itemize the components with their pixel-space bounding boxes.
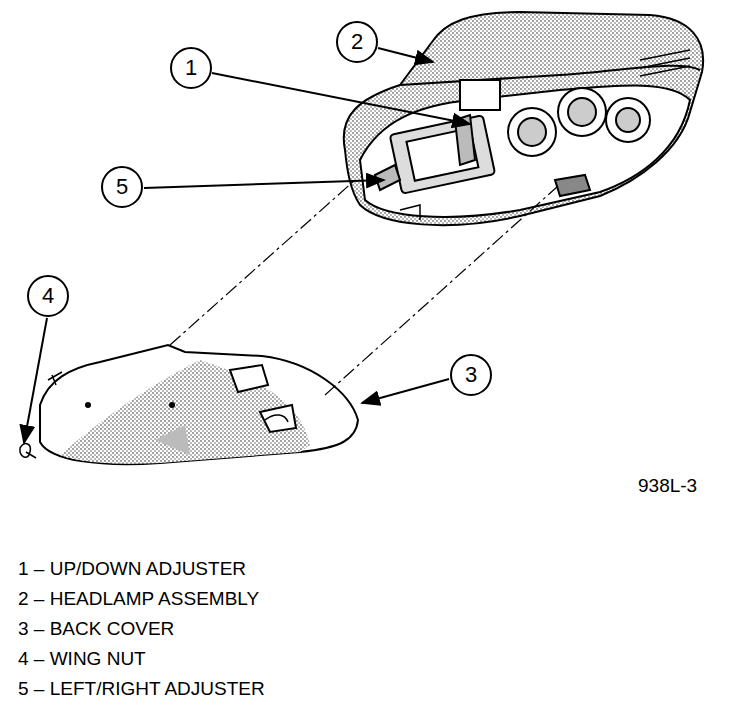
part-key: 2 – HEADLAMP ASSEMBLY [18, 589, 259, 610]
callout-circle: 2 [336, 21, 378, 63]
callout-circle: 5 [101, 166, 143, 208]
projection-line [170, 180, 558, 395]
callout-number: 3 [465, 364, 477, 386]
headlamp-assembly [344, 12, 703, 225]
part-key: 4 – WING NUT [18, 649, 146, 670]
leader-line [24, 48, 470, 443]
part-key: 5 – LEFT/RIGHT ADJUSTER [18, 679, 265, 700]
callout-circle: 3 [450, 354, 492, 396]
back-cover [20, 345, 358, 464]
callout-circle: 4 [27, 275, 69, 317]
callout-number: 4 [42, 285, 54, 307]
part-key: 3 – BACK COVER [18, 619, 174, 640]
part-key: 1 – UP/DOWN ADJUSTER [18, 559, 246, 580]
callout-number: 5 [116, 176, 128, 198]
callout-number: 2 [351, 31, 363, 53]
callout-circle: 1 [170, 47, 212, 89]
callout-number: 1 [185, 57, 197, 79]
figure-number: 938L-3 [638, 476, 697, 497]
